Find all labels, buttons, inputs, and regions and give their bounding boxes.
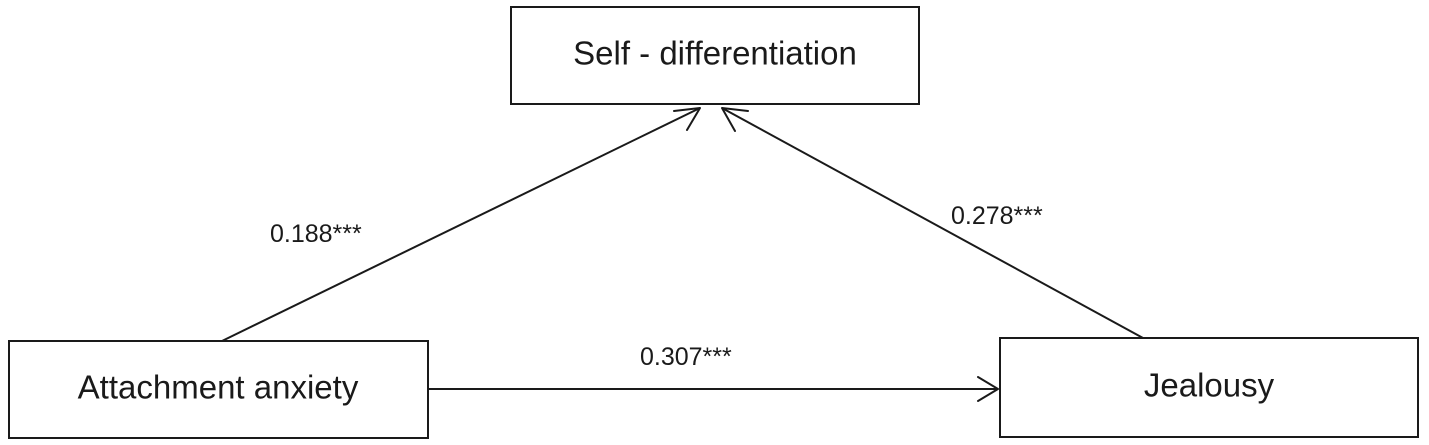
edge-anxiety-to-jealousy-arrowhead (977, 376, 999, 402)
edge-anxiety-to-selfdiff-arrowhead (673, 107, 701, 131)
node-attachment-anxiety-label: Attachment anxiety (78, 369, 359, 406)
node-jealousy-box (999, 337, 1419, 438)
node-attachment-anxiety: Attachment anxiety (8, 340, 429, 439)
edge-jealousy-to-selfdiff-label: 0.278*** (951, 202, 1043, 230)
edge-jealousy-to-selfdiff-line (721, 107, 1144, 339)
edge-anxiety-to-jealousy-label: 0.307*** (640, 343, 732, 371)
edge-anxiety-to-selfdiff-label: 0.188*** (270, 220, 362, 248)
node-jealousy-label: Jealousy (1144, 367, 1275, 404)
node-attachment-anxiety-box (8, 340, 429, 439)
node-self-differentiation: Self - differentiation (510, 6, 920, 105)
node-self-differentiation-box (510, 6, 920, 105)
edge-anxiety-to-jealousy: 0.307*** (428, 343, 999, 402)
node-jealousy: Jealousy (999, 337, 1419, 438)
edge-jealousy-to-selfdiff: 0.278*** (721, 107, 1144, 339)
node-self-differentiation-label: Self - differentiation (573, 35, 857, 72)
edge-jealousy-to-selfdiff-arrowhead (721, 107, 749, 132)
edge-anxiety-to-selfdiff: 0.188*** (221, 107, 701, 342)
edge-anxiety-to-selfdiff-line (221, 107, 701, 342)
